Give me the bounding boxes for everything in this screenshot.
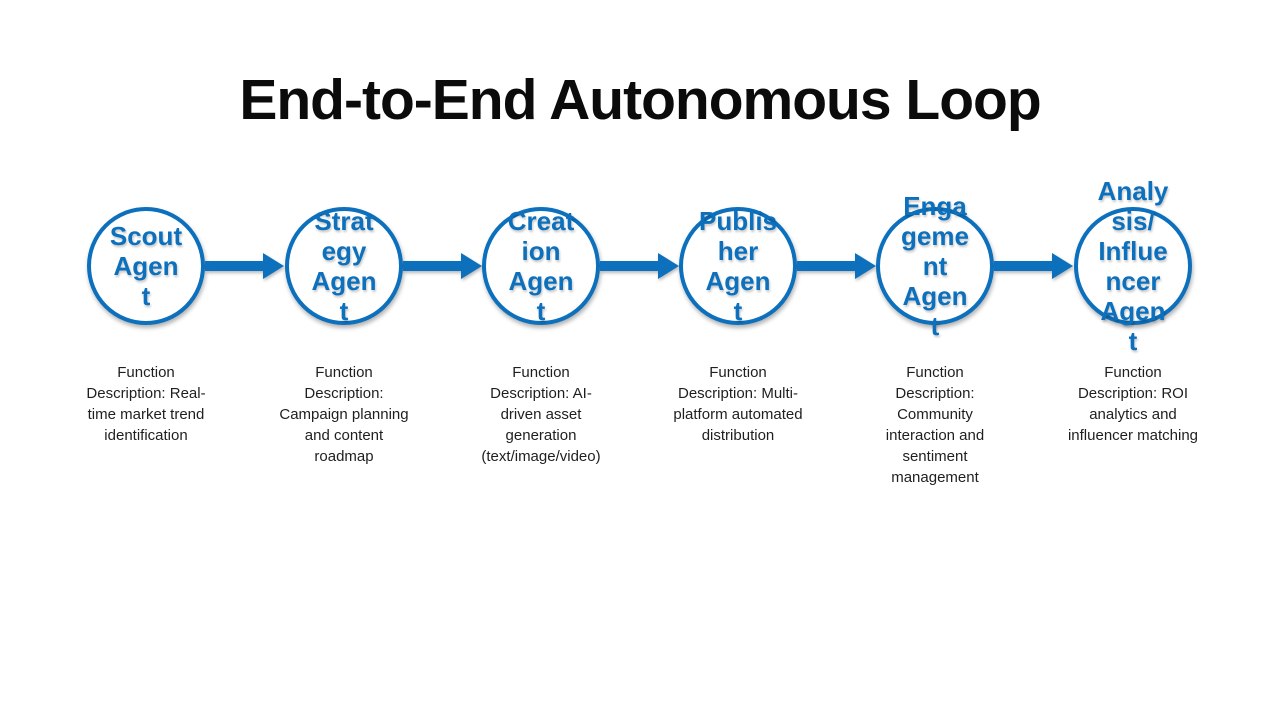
agent-circle-creation [482,207,600,325]
agent-label-engagement: Enga geme nt Agen t [901,191,969,341]
agent-description-creation: Function Description: AI- driven asset g… [481,364,601,465]
agent-circle-strategy [285,207,403,325]
agent-description-strategy: Function Description: Campaign planning … [279,364,409,465]
agent-circle-scout [87,207,205,325]
agent-description-scout: Function Description: Real- time market … [86,364,206,444]
slide-title: End-to-End Autonomous Loop [239,68,1041,132]
arrow-right-icon [994,253,1073,279]
agent-label-creation: Creat ion Agen t [507,206,575,326]
agent-circle-engagement [876,207,994,325]
arrow-right-icon [403,253,482,279]
arrow-right-icon [797,253,876,279]
arrow-right-icon [205,253,284,279]
agent-label-publisher: Publis her Agen t [698,206,777,326]
agent-label-strategy: Strat egy Agen t [311,206,377,326]
agent-description-publisher: Function Description: Multi- platform au… [673,364,803,444]
arrow-right-icon [600,253,679,279]
agent-label-analysis-influencer: Analy sis/ Influe ncer Agen t [1097,176,1169,356]
agent-circle-publisher [679,207,797,325]
agent-description-analysis-influencer: Function Description: ROI analytics and … [1067,364,1199,444]
agent-description-engagement: Function Description: Community interact… [885,364,985,486]
agent-label-scout: Scout Agen t [109,221,183,311]
agent-circle-analysis-influencer [1074,207,1192,325]
